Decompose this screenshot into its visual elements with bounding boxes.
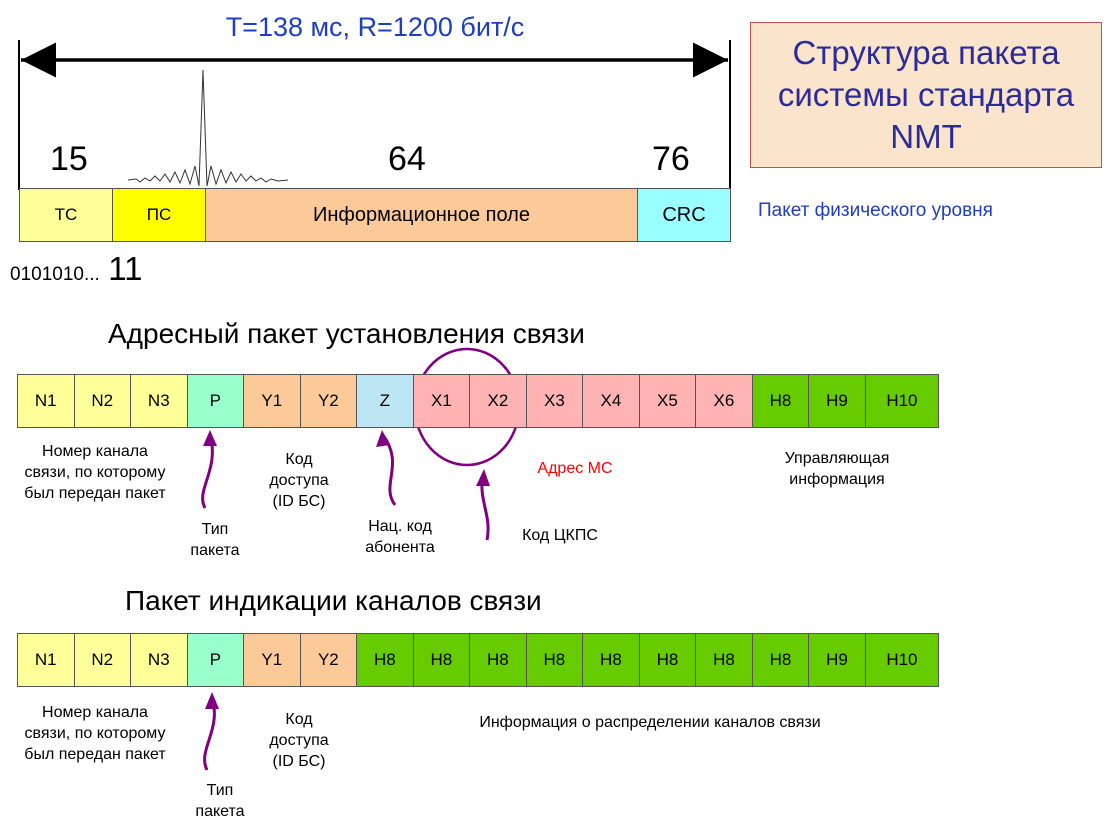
field-x4: X4 xyxy=(582,374,640,428)
field-h8: H8 xyxy=(525,633,584,687)
field-n3: N3 xyxy=(130,633,188,687)
field-x6: X6 xyxy=(695,374,753,428)
note-channel-distribution: Информация о распределении каналов связи xyxy=(479,714,821,731)
field-h9: H9 xyxy=(808,633,866,687)
field-tc: ТС xyxy=(19,188,113,242)
field-info: Информационное поле xyxy=(205,188,638,242)
note-ckps-code: Код ЦКПС xyxy=(522,527,598,544)
indication-packet-heading: Пакет индикации каналов связи xyxy=(125,585,542,616)
page-title: Структура пакета системы стандарта NMT xyxy=(750,22,1102,168)
field-h10: H10 xyxy=(864,633,940,687)
field-h8: H8 xyxy=(695,633,753,687)
address-packet-heading: Адресный пакет установления связи xyxy=(108,318,585,349)
field-p: P xyxy=(186,374,245,428)
note-packet-type-2: Тип пакета xyxy=(195,782,245,820)
field-x5: X5 xyxy=(638,374,697,428)
field-z: Z xyxy=(356,374,414,428)
note-national-code: Нац. код абонента xyxy=(365,518,435,556)
note-channel-number-2: Номер канала связи, по которому был пере… xyxy=(24,704,166,763)
note-packet-type-1: Тип пакета xyxy=(190,521,240,559)
sync-correlation-pulse xyxy=(127,69,289,187)
field-h8: H8 xyxy=(469,633,527,687)
field-y2: Y2 xyxy=(299,633,358,687)
field-y1: Y1 xyxy=(243,374,301,428)
field-x1: X1 xyxy=(412,374,471,428)
bit-count-total: 76 xyxy=(652,140,690,178)
field-h8: H8 xyxy=(582,633,640,687)
field-n1: N1 xyxy=(17,374,75,428)
field-h8: H8 xyxy=(356,633,414,687)
field-h8: H8 xyxy=(412,633,471,687)
field-x3: X3 xyxy=(525,374,584,428)
note-access-code-2: Код доступа (ID БС) xyxy=(269,711,329,770)
field-h8: H8 xyxy=(638,633,697,687)
field-n3: N3 xyxy=(130,374,188,428)
duration-label: T=138 мс, R=1200 бит/с xyxy=(225,12,525,42)
field-n2: N2 xyxy=(73,374,132,428)
field-h9: H9 xyxy=(808,374,866,428)
field-h8: H8 xyxy=(751,374,810,428)
sync-bits: 0101010... 11 xyxy=(10,250,143,287)
field-n1: N1 xyxy=(17,633,75,687)
note-channel-number-1: Номер канала связи, по которому был пере… xyxy=(24,443,166,502)
field-x2: X2 xyxy=(469,374,527,428)
note-control-info: Управляющая информация xyxy=(784,450,890,488)
field-p: P xyxy=(186,633,245,687)
physical-packet-row: ТС ПС Информационное поле CRC xyxy=(19,188,731,242)
note-ms-address: Адрес МС xyxy=(537,460,613,477)
field-crc: CRC xyxy=(637,188,731,242)
bit-count-info: 64 xyxy=(388,140,426,178)
note-access-code-1: Код доступа (ID БС) xyxy=(269,451,329,510)
field-h10: H10 xyxy=(864,374,940,428)
field-n2: N2 xyxy=(73,633,132,687)
field-ps: ПС xyxy=(112,188,206,242)
physical-caption: Пакет физического уровня xyxy=(758,200,993,221)
field-h8: H8 xyxy=(751,633,810,687)
bit-count-sync: 15 xyxy=(50,140,88,178)
field-y2: Y2 xyxy=(299,374,358,428)
field-y1: Y1 xyxy=(243,633,301,687)
